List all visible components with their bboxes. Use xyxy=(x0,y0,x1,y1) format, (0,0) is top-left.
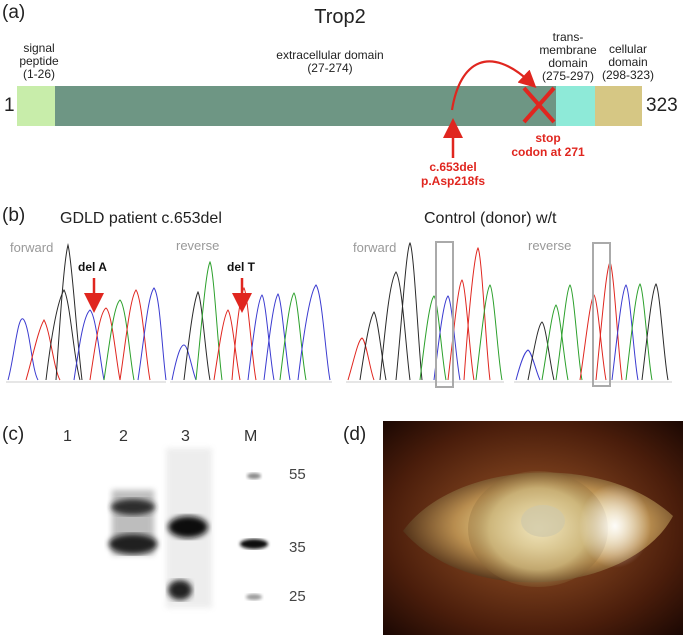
light-reflection xyxy=(579,484,651,568)
patient-reverse-trace xyxy=(170,260,332,383)
patient-reverse-label: reverse xyxy=(176,238,220,253)
transmembrane-domain-label: trans- membrane domain (275-297) xyxy=(539,30,597,83)
marker-band-55 xyxy=(247,473,261,479)
patient-forward-trace xyxy=(6,243,167,383)
panel-b-label: (b) xyxy=(2,205,26,226)
marker-band-25 xyxy=(246,594,262,600)
control-forward-trace xyxy=(346,241,504,388)
position-end: 323 xyxy=(646,95,678,116)
cornea-opacity xyxy=(521,505,565,537)
marker-25: 25 xyxy=(289,588,306,605)
marker-35: 35 xyxy=(289,539,306,556)
control-reverse-trace xyxy=(514,242,672,387)
control-forward-highlight-box xyxy=(435,241,454,388)
frameshift-curve-arrow xyxy=(450,60,537,111)
lane-1-label: 1 xyxy=(63,428,72,445)
control-reverse-highlight-box xyxy=(592,242,611,387)
protein-title: Trop2 xyxy=(314,6,366,28)
lane-3-label: 3 xyxy=(181,428,190,445)
lane-3-band-lower xyxy=(168,580,192,600)
cellular-domain-label: cellular domain (298-323) xyxy=(601,42,655,82)
panel-c-label: (c) xyxy=(2,424,25,445)
del-a-label: del A xyxy=(78,260,107,274)
panel-a-label: (a) xyxy=(2,2,26,23)
lane-m-label: M xyxy=(244,428,258,445)
signal-peptide-segment xyxy=(17,86,55,126)
patient-title: GDLD patient c.653del xyxy=(60,210,222,227)
signal-peptide-label: signal peptide (1-26) xyxy=(19,41,59,81)
del-t-label: del T xyxy=(227,260,256,274)
mutation-annotations xyxy=(443,60,556,158)
control-title: Control (donor) w/t xyxy=(424,210,557,227)
extracellular-domain-label: extracellular domain (27-274) xyxy=(276,48,384,75)
extracellular-segment xyxy=(55,86,556,126)
marker-band-35 xyxy=(240,539,268,549)
lane-3-band-upper xyxy=(168,516,208,538)
marker-55: 55 xyxy=(289,466,306,483)
control-forward-label: forward xyxy=(353,240,397,255)
control-reverse-label: reverse xyxy=(528,238,572,253)
panel-d-label: (d) xyxy=(343,424,367,445)
stop-cross-line-2 xyxy=(522,86,556,124)
transmembrane-segment xyxy=(556,86,595,126)
eye-photo xyxy=(383,421,683,635)
patient-forward-label: forward xyxy=(10,240,54,255)
cellular-segment xyxy=(595,86,642,126)
stop-codon-label: stop codon at 271 xyxy=(511,131,585,159)
position-start: 1 xyxy=(4,95,15,116)
mutation-label: c.653del p.Asp218fs xyxy=(420,160,486,188)
domain-bar xyxy=(17,86,642,126)
lane-2-label: 2 xyxy=(119,428,128,445)
